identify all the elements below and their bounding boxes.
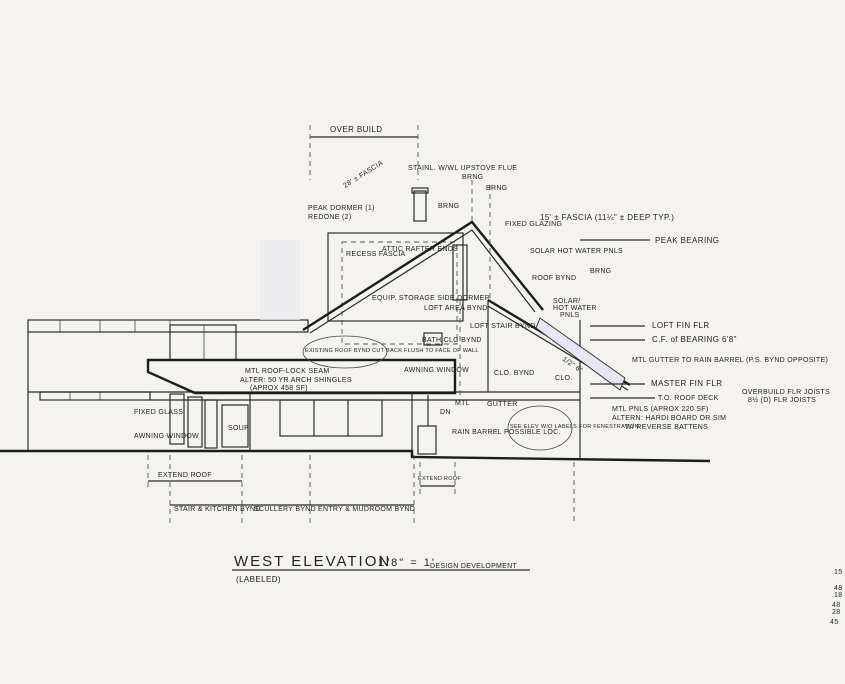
label: T.O. ROOF DECK [658,395,719,402]
label: GUTTER [487,401,518,408]
label: SOLAR/ [553,298,580,305]
label: PNLS [560,312,580,319]
label: EXTEND ROOF [158,472,212,479]
label: AWNING WINDOW [134,433,199,440]
note-cloud [507,405,573,451]
label: MTL PNLS (APROX 220 SF) [612,406,709,413]
ground-line [0,449,711,463]
label: REDONE (2) [308,214,351,221]
label: CLO. BYND [494,370,534,377]
note-cloud [302,335,388,369]
label: OVERBUILD FLR JOISTS [742,389,830,396]
drawing-subtitle: (LABELED) [236,575,281,584]
label: ALTERN: HARDI BOARD OR SIM [612,415,726,422]
roof-dormers [260,187,631,395]
label: MASTER FIN FLR [651,379,722,388]
label: SEE ELEV W/O LABELS FOR FENESTRATION [510,424,639,430]
label: MTL GUTTER TO RAIN BARREL (P.S. BYND OPP… [632,357,828,364]
margin-note: 18 [834,592,842,599]
label: OVER BUILD [330,125,382,134]
label: BRNG [438,203,459,210]
label: AWNING WINDOW [404,367,469,374]
label: LOFT STAIR BYND [470,323,536,330]
margin-notes: 15 48 18 48 28 45 [830,569,842,626]
label: EXISTING ROOF BYND CUT BACK FLUSH TO FAC… [305,348,479,354]
label: LOFT AREA BYND [424,305,488,312]
label: ENTRY & MUDROOM BYND [318,506,415,513]
label: ATTIC RAFTER ENDS [382,246,458,253]
label: PEAK BEARING [655,236,719,245]
label: HOT WATER [553,305,597,312]
label: BATH CLG BYND [422,337,482,344]
label: 15' ± FASCIA (11¼" ± DEEP TYP.) [540,213,674,222]
label: SCULLERY BYND [254,506,316,513]
label: FIXED GLAZING [505,221,562,228]
label: SOUP [228,425,249,432]
label: STAIR & KITCHEN BYND [174,506,261,513]
label: BRNG [486,185,507,192]
margin-note: 28 [832,609,840,616]
drawing-title: WEST ELEVATION [234,553,391,570]
label: EQUIP. STORAGE SIDE DORMER [372,295,490,302]
label: W/ REVERSE BATTENS [625,424,708,431]
label: RECESS FASCIA [346,251,406,258]
label: C.F. of BEARING 6'8" [652,335,737,344]
drawing-scale: 1/8" = 1' [378,557,436,569]
label: RAIN BARREL POSSIBLE LOC. [452,429,561,436]
dimension-lines [147,125,655,571]
label: MTL [455,400,470,407]
label: FIXED GLASS [134,409,183,416]
margin-note: 15 [834,569,842,576]
label: (APROX 458 SF) [250,385,308,392]
label: DN [440,409,451,416]
label: 8½ (D) FLR JOISTS [748,396,816,404]
label: ALTER: 50 YR ARCH SHINGLES [240,377,352,384]
main-house-outline [27,319,581,458]
label: SOLAR HOT WATER PNLS [530,248,623,255]
margin-note: 48 [832,602,840,609]
margin-note: 48 [834,585,842,592]
label: PEAK DORMER (1) [308,205,375,212]
label: ROOF BYND [532,275,576,282]
label: BRNG [590,268,611,275]
label: MTL ROOF-LOCK SEAM [245,368,329,375]
margin-note: 45 [830,619,838,626]
label: EXTEND ROOF [418,476,461,482]
label: BRNG [462,174,483,181]
label: LOFT FIN FLR [652,321,710,330]
label: STAINL. W/WL UPSTOVE FLUE [408,165,517,172]
label: CLO. [555,375,573,382]
solar-panel [535,317,626,391]
drawing-phase: DESIGN DEVELOPMENT [430,563,518,570]
